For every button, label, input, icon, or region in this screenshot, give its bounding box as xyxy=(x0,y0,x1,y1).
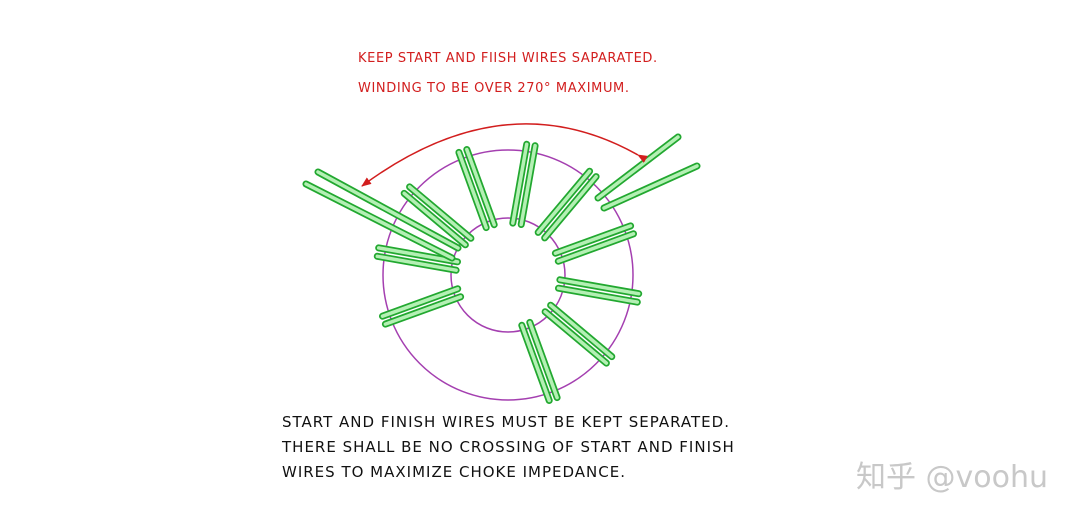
winding-wire-core xyxy=(520,323,551,403)
caption-line-2: THERE SHALL BE NO CROSSING OF START AND … xyxy=(282,438,735,456)
winding-wire-core xyxy=(556,286,640,304)
annotation-line-1: KEEP START AND FIISH WIRES SAPARATED. xyxy=(358,51,658,66)
winding-group xyxy=(373,140,643,404)
annotation-note: KEEP START AND FIISH WIRES SAPARATED. WI… xyxy=(358,44,658,104)
winding-wire-core xyxy=(383,295,463,326)
winding-wire-core xyxy=(542,174,598,240)
lead-wires xyxy=(302,133,701,262)
winding-wire-core xyxy=(548,303,614,359)
winding-wire-core xyxy=(402,191,468,247)
caption-line-1: START AND FINISH WIRES MUST BE KEPT SEPA… xyxy=(282,413,730,431)
span-arrow xyxy=(361,123,648,187)
winding-wire-core xyxy=(556,232,636,263)
winding-wire-core xyxy=(380,287,460,318)
winding-wire-core xyxy=(558,278,641,296)
winding-wire-core xyxy=(536,169,592,235)
winding-wire-core xyxy=(553,224,633,255)
start-lead-1-core xyxy=(316,170,460,250)
caption-line-3: WIRES TO MAXIMIZE CHOKE IMPEDANCE. xyxy=(282,463,626,481)
start-lead-2-core xyxy=(304,182,454,260)
winding-wire-core xyxy=(376,246,460,264)
instruction-caption: START AND FINISH WIRES MUST BE KEPT SEPA… xyxy=(282,410,735,485)
winding-wire-core xyxy=(375,254,458,272)
core-outer-edge xyxy=(382,149,634,401)
annotation-line-2: WINDING TO BE OVER 270° MAXIMUM. xyxy=(358,81,630,96)
winding-wire-core xyxy=(543,309,609,365)
winding-wire-core xyxy=(528,320,559,400)
watermark-logo: 知乎 @voohu xyxy=(856,460,1049,495)
core-inner-edge xyxy=(450,217,566,333)
winding-wire-core xyxy=(407,185,473,241)
finish-lead-2-core xyxy=(602,164,699,210)
